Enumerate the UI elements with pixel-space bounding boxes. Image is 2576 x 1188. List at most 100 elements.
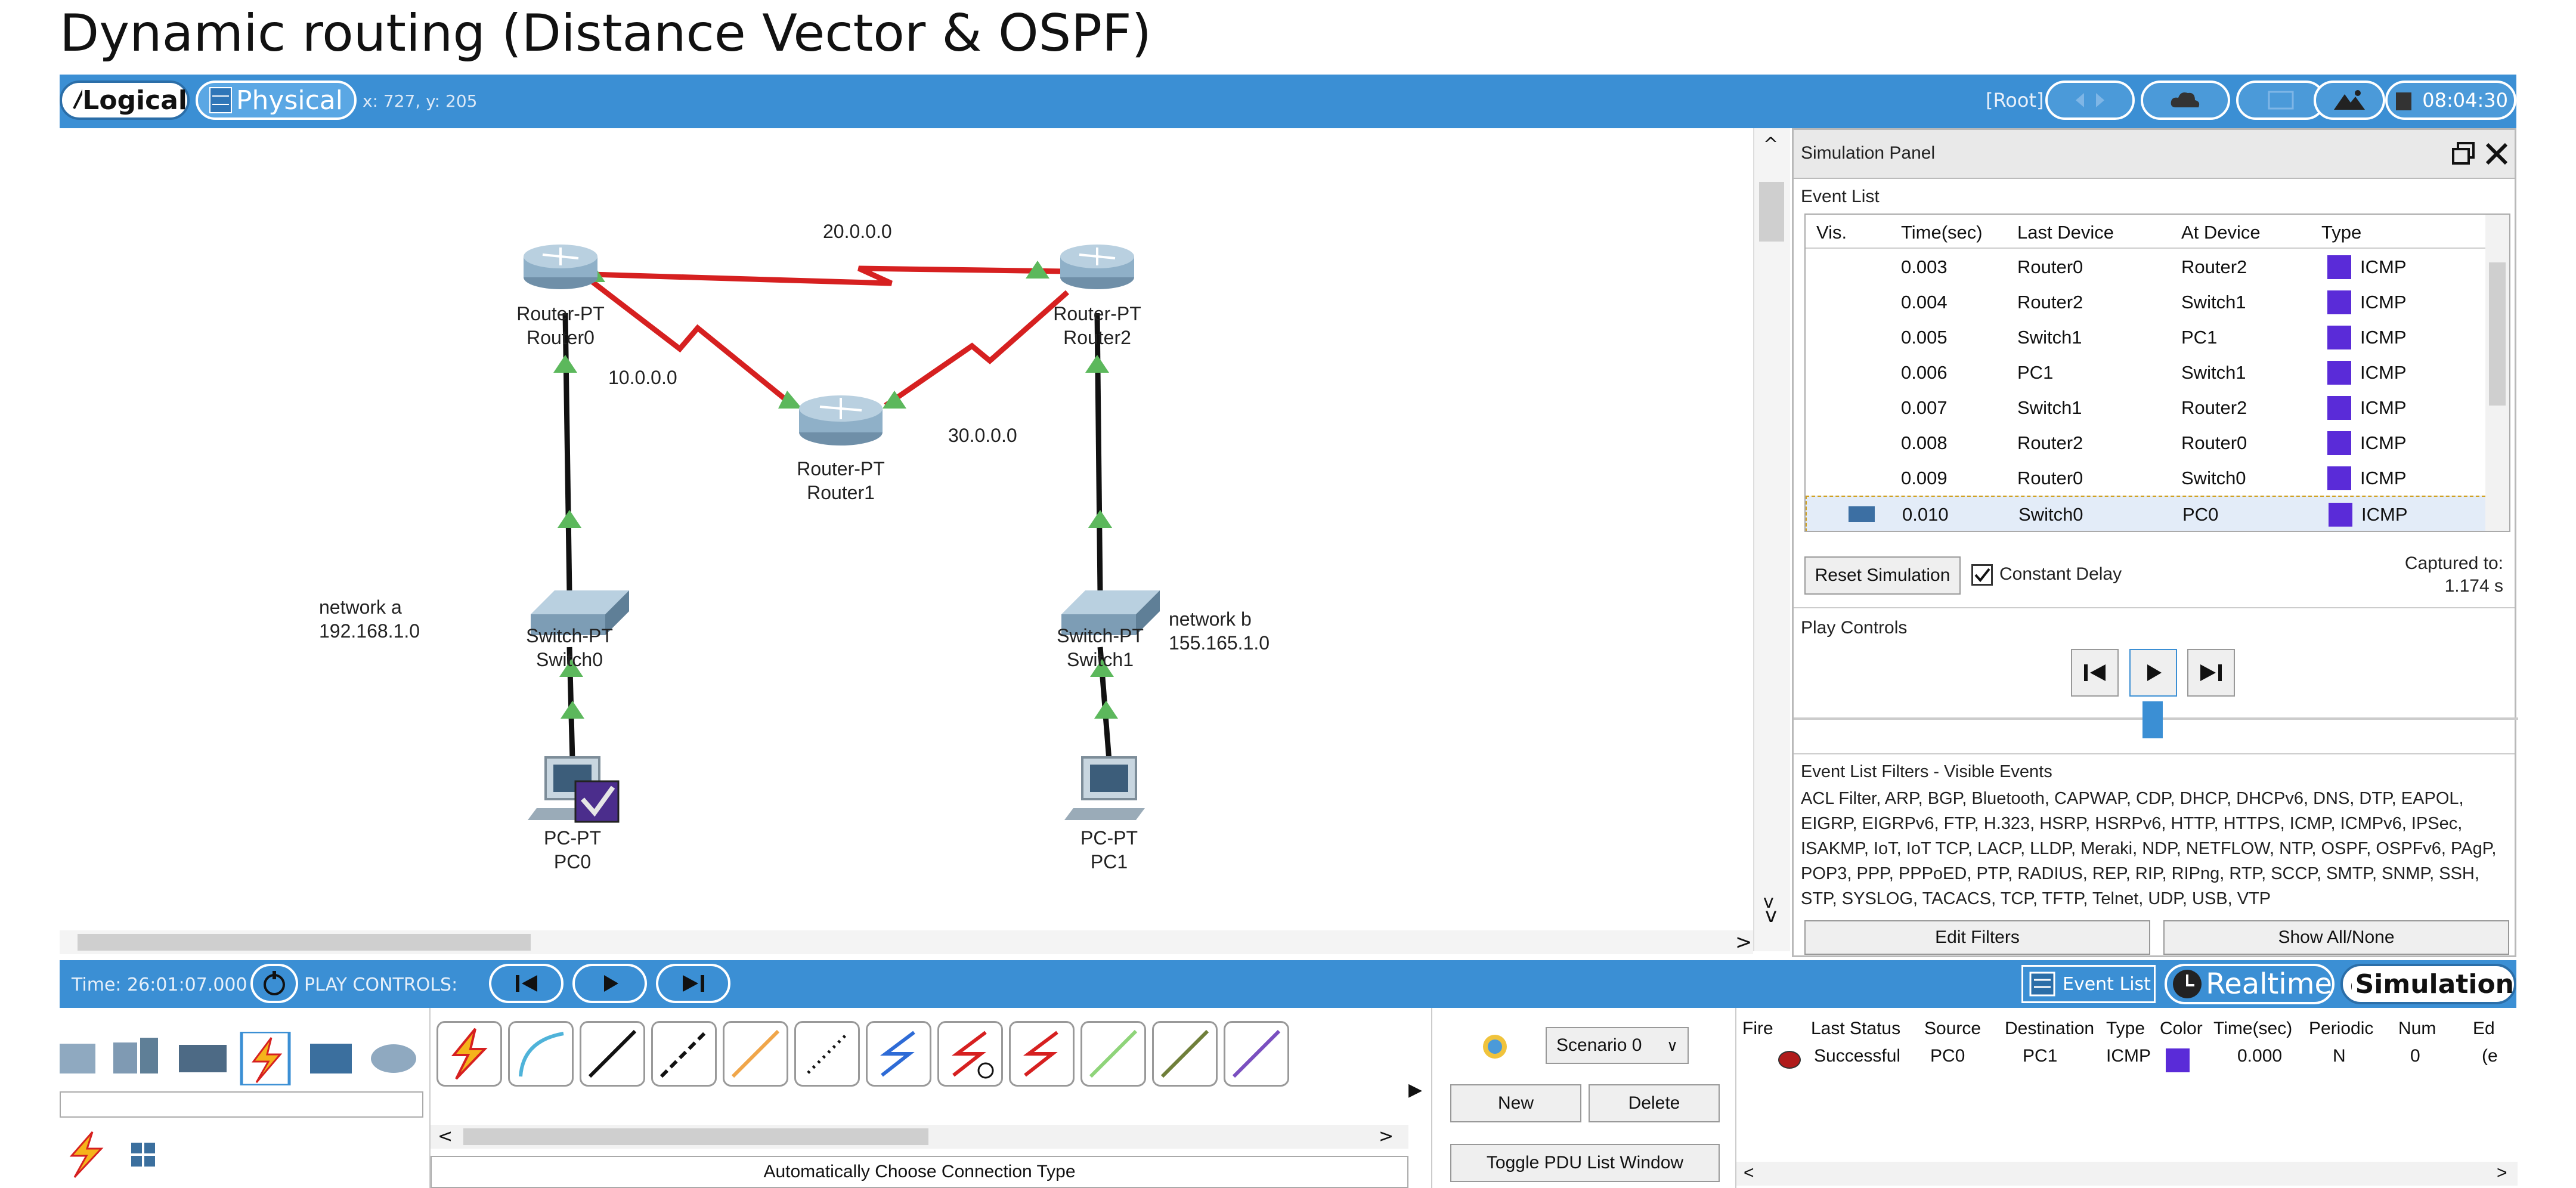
top-toolbar: Logical Physical x: 727, y: 205 [Root] 0… [60, 75, 2516, 128]
copper-cross-icon [660, 1029, 708, 1078]
coordinate-readout: x: 727, y: 205 [363, 91, 478, 111]
workspace-horizontal-scrollbar[interactable] [60, 930, 1753, 954]
scroll-right-icon[interactable]: > [1379, 1126, 1394, 1147]
close-icon[interactable] [2482, 140, 2511, 168]
realtime-mode-button[interactable]: Realtime [2165, 964, 2334, 1004]
fiber-button[interactable] [723, 1021, 788, 1087]
navigation-button[interactable] [2045, 81, 2135, 120]
serial-dte-icon [1023, 1031, 1058, 1077]
clock-button[interactable]: 08:04:30 [2385, 81, 2516, 120]
speed-slider-handle[interactable] [2142, 701, 2163, 738]
bottom-play-button[interactable] [572, 964, 647, 1003]
tab-physical[interactable]: Physical [196, 81, 357, 120]
scroll-left-icon[interactable]: < [438, 1126, 453, 1147]
auto-connection-button[interactable] [436, 1021, 502, 1087]
event-at: Router0 [2181, 432, 2247, 453]
scenario-select[interactable]: Scenario 0 ∨ [1546, 1027, 1689, 1064]
pdu-scrollbar[interactable]: < > [1736, 1162, 2518, 1186]
usb-cable-button[interactable] [1224, 1021, 1289, 1087]
router1-name: Router1 [807, 482, 875, 503]
power-cycle-button[interactable] [250, 964, 298, 1003]
restore-window-icon[interactable] [2450, 140, 2478, 168]
fire-indicator-icon[interactable] [1778, 1051, 1801, 1069]
pdu-col-color: Color [2160, 1019, 2203, 1038]
link-label-30: 30.0.0.0 [948, 425, 1017, 446]
new-pdu-button[interactable]: New [1450, 1084, 1581, 1122]
link-r0-sw0 [562, 313, 572, 594]
workspace-vertical-scrollbar[interactable]: ^ v [1753, 128, 1790, 951]
stopwatch-icon [2351, 983, 2352, 989]
realtime-label: Realtime [2206, 967, 2332, 1001]
tab-logical[interactable]: Logical [60, 81, 190, 120]
background-image-button[interactable] [2314, 81, 2385, 120]
scroll-down-icon[interactable]: v [1765, 904, 1778, 927]
forward-button[interactable] [2187, 649, 2235, 697]
show-all-none-button[interactable]: Show All/None [2163, 920, 2509, 955]
octal-cable-icon [1089, 1029, 1138, 1078]
icmp-color-swatch [2327, 431, 2351, 455]
phone-cable-button[interactable] [794, 1021, 860, 1087]
scroll-right-icon[interactable]: > [2497, 1163, 2507, 1183]
toggle-pdu-list-button[interactable]: Toggle PDU List Window [1450, 1144, 1720, 1182]
constant-delay-checkbox[interactable] [1971, 564, 1993, 586]
network-a-address: 192.168.1.0 [319, 620, 420, 642]
event-last: Router0 [2017, 256, 2083, 277]
event-scroll-thumb[interactable] [2489, 262, 2506, 406]
iot-custom-cable-button[interactable] [1152, 1021, 1218, 1087]
play-button[interactable] [2129, 649, 2177, 697]
page-title: Dynamic routing (Distance Vector & OSPF) [60, 4, 1152, 63]
scroll-thumb[interactable] [1759, 182, 1784, 242]
scroll-down-icon[interactable]: v [1763, 892, 1774, 912]
pdu-row[interactable]: Successful PC0 PC1 ICMP 0.000 N 0 (e [1736, 1046, 2518, 1076]
scroll-up-icon[interactable]: ^ [1763, 134, 1779, 155]
hscroll-thumb[interactable] [78, 934, 531, 951]
event-list-scrollbar[interactable] [2485, 215, 2509, 531]
pdu-list-table[interactable]: Fire Last Status Source Destination Type… [1735, 1008, 2518, 1188]
device-search-field[interactable] [60, 1091, 423, 1118]
expand-arrow-icon[interactable]: ▶ [1408, 1079, 1423, 1100]
delete-pdu-button[interactable]: Delete [1589, 1084, 1720, 1122]
bottom-forward-button[interactable] [656, 964, 730, 1003]
cloud-button[interactable] [2141, 81, 2230, 120]
simulation-mode-button[interactable]: Simulation [2340, 964, 2516, 1004]
viewport-button[interactable] [2236, 81, 2326, 120]
edit-filters-button[interactable]: Edit Filters [1804, 920, 2150, 955]
auto-connection-icon [451, 1028, 488, 1080]
scroll-right-icon[interactable]: > [1735, 930, 1753, 954]
icmp-color-swatch [2327, 466, 2351, 490]
serial-dte-button[interactable] [1009, 1021, 1075, 1087]
event-list-toggle[interactable]: Event List [2021, 965, 2156, 1003]
console-cable-button[interactable] [508, 1021, 574, 1087]
filters-title: Event List Filters - Visible Events [1801, 762, 2052, 781]
fiber-icon [731, 1029, 780, 1078]
icmp-color-swatch [2327, 255, 2351, 279]
connection-scrollbar[interactable]: < > [431, 1125, 1408, 1149]
event-list-table[interactable]: Vis. Time(sec) Last Device At Device Typ… [1804, 214, 2510, 532]
octal-cable-button[interactable] [1080, 1021, 1146, 1087]
reset-simulation-button[interactable]: Reset Simulation [1804, 556, 1961, 595]
bottom-back-button[interactable] [489, 964, 564, 1003]
back-button[interactable] [2071, 649, 2119, 697]
serial-dce-button[interactable] [937, 1021, 1003, 1087]
logical-workspace[interactable]: Router-PT Router0 Router-PT Router2 Rout… [60, 128, 1789, 951]
scroll-left-icon[interactable]: < [1744, 1163, 1754, 1183]
icmp-color-swatch [2329, 503, 2352, 527]
copper-cross-button[interactable] [651, 1021, 717, 1087]
pdu-col-destination: Destination [2005, 1019, 2095, 1038]
copper-straight-button[interactable] [580, 1021, 645, 1087]
bottom-toolbar: Time: 26:01:07.000 PLAY CONTROLS: Event … [60, 960, 2516, 1008]
event-last: Switch1 [2017, 397, 2082, 418]
info-icon [1483, 1035, 1507, 1059]
device-and-pdu-area: < > Automatically Choose Connection Type… [60, 1008, 2518, 1188]
coaxial-button[interactable] [866, 1021, 931, 1087]
connection-scroll-thumb[interactable] [463, 1128, 928, 1145]
pdu-col-num: Num [2398, 1019, 2436, 1038]
